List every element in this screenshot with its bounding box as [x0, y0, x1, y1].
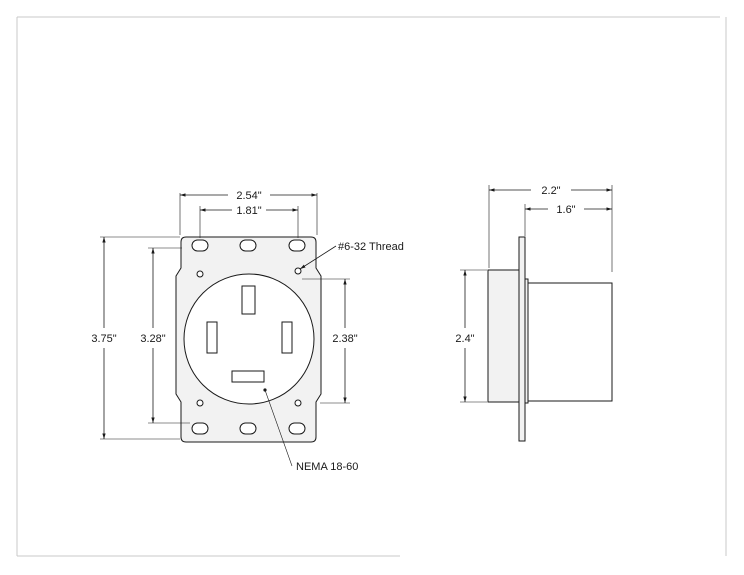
- blade-slot-right: [281, 321, 293, 354]
- side-plate-edge: [518, 236, 526, 442]
- dim-depth-body: 1.6": [556, 204, 575, 216]
- sheet-border: [16, 16, 727, 557]
- thread-callout: #6-32 Thread: [338, 241, 404, 253]
- front-view: 2.54" 1.81" 3.75" 3.28" 2.38" #6-32 Thre…: [91, 190, 404, 473]
- bottom-slot-right: [288, 422, 306, 435]
- blade-slot-bottom: [231, 370, 265, 383]
- bottom-slot-left: [191, 422, 209, 435]
- receptacle-face: [183, 273, 315, 405]
- top-slot-center: [239, 239, 257, 252]
- side-rear-housing: [487, 269, 520, 403]
- dim-depth-overall: 2.2": [541, 185, 560, 197]
- top-slot-right: [288, 239, 306, 252]
- bottom-slot-center: [239, 422, 257, 435]
- screw-hole-top-right: [294, 267, 302, 275]
- dim-height-face: 2.38": [332, 333, 357, 345]
- side-front-face: [527, 282, 613, 402]
- top-slot-left: [191, 239, 209, 252]
- screw-hole-top-left: [196, 270, 204, 278]
- blade-slot-left: [206, 321, 218, 354]
- dim-width-overall: 2.54": [236, 190, 261, 202]
- receptacle-callout: NEMA 18-60: [296, 461, 358, 473]
- dim-height-body: 2.4": [455, 333, 474, 345]
- side-view: 2.2" 1.6" 2.4": [455, 185, 613, 442]
- screw-hole-bottom-right: [294, 399, 302, 407]
- dim-height-overall: 3.75": [91, 333, 116, 345]
- dim-height-holes: 3.28": [140, 333, 165, 345]
- screw-hole-bottom-left: [196, 399, 204, 407]
- dim-width-holes: 1.81": [236, 205, 261, 217]
- blade-slot-top: [241, 285, 256, 315]
